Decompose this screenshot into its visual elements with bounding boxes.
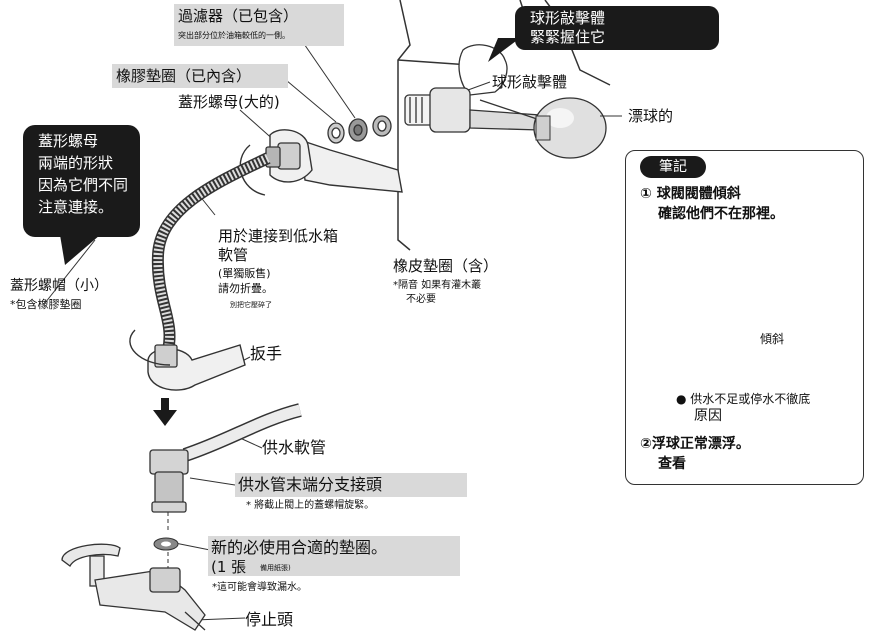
cap-nut-large-label: 蓋形螺母(大的) (178, 93, 280, 111)
filter-label-bg (174, 4, 344, 46)
low-tank-hose-line-2: 軟管 (218, 246, 249, 264)
stop-valve (61, 543, 206, 631)
tilt-label: 傾斜 (760, 332, 785, 346)
down-arrow-icon (153, 398, 177, 426)
do-not-fold: 請勿折疊。 (218, 282, 273, 295)
callout-top (515, 6, 719, 50)
washer (153, 537, 179, 551)
callout-top-line-2: 緊緊握住它 (530, 28, 606, 46)
cap-nut-small (154, 344, 178, 368)
memo-item1-line1: ① 球閥閥體傾斜 (640, 186, 741, 202)
supply-hose (182, 403, 302, 462)
wrench-label: 扳手 (250, 344, 283, 363)
branch-joint-label: 供水管末端分支接頭 (238, 475, 383, 494)
callout-left-line-1: 蓋形螺母 (38, 132, 99, 150)
rubber-gasket-label: 橡膠墊圈（已內含） (116, 67, 252, 85)
leak-note: *這可能會導致漏水。 (212, 582, 307, 593)
memo-item1-line2: 確認他們不在那裡。 (658, 206, 784, 222)
callout-left-line-4: 注意連接。 (38, 198, 114, 216)
callout-top-line-1: 球形敲擊體 (530, 9, 606, 27)
bullet-note-2: 原因 (694, 408, 722, 424)
callout-tail-top (488, 38, 520, 62)
branch-joint (149, 449, 189, 513)
supply-hose-label: 供水軟管 (262, 438, 327, 457)
rubber-gasket-label-bg (112, 64, 288, 88)
memo-box (625, 150, 864, 485)
sold-separately: (單獨販售) (218, 267, 271, 280)
filter-title: 過濾器（已包含） (178, 7, 299, 25)
float-ball (533, 97, 607, 159)
memo-item2-line1: ②浮球正常漂浮。 (640, 436, 750, 452)
branch-joint-label-bg (235, 473, 467, 497)
callout-tail-left (60, 235, 100, 265)
rotate-arrow-lower (129, 329, 171, 366)
ball-striker-valve (404, 87, 541, 133)
float-ball-label: 漂球的 (628, 107, 674, 125)
callout-left-line-3: 因為它們不同 (38, 176, 129, 194)
new-gasket-label-bg (208, 536, 460, 576)
sold-separately-small: 備用紙張) (260, 564, 291, 572)
memo-title: 筆記 (640, 156, 706, 178)
gasket-included-label: 橡皮墊圈（含） (393, 257, 499, 275)
stop-valve-label: 停止頭 (245, 610, 294, 629)
filter-gaskets (327, 115, 392, 144)
soundproof-note-1: *隔音 如果有灌木叢 (393, 280, 482, 291)
bullet-note-1: ● 供水不足或停水不徹底 (676, 392, 811, 406)
low-tank-hose-line-1: 用於連接到低水箱 (218, 227, 339, 245)
cap-nut-large (265, 142, 301, 170)
branch-note: * 將截止閥上的蓋螺帽旋緊。 (246, 500, 375, 511)
one-sheet-label: (1 張 (211, 558, 247, 576)
callout-left (23, 125, 140, 237)
new-gasket-label: 新的必使用合適的墊圈。 (211, 538, 388, 557)
memo-item2-line2: 查看 (658, 456, 686, 472)
filter-note: 突出部分位於油箱較低的一側。 (178, 31, 290, 40)
callout-left-line-2: 兩端的形狀 (38, 154, 114, 172)
flex-hose (151, 152, 271, 352)
includes-rubber-gasket: *包含橡膠墊圈 (10, 298, 82, 311)
ball-striker-label: 球形敲擊體 (492, 73, 568, 91)
soundproof-note-2: 不必要 (406, 294, 436, 305)
leader-lines (44, 37, 622, 621)
do-not-crush: 別把它壓碎了 (230, 301, 272, 309)
cap-nut-small-label: 蓋形螺帽（小） (10, 278, 108, 294)
hand-illustration (458, 44, 508, 96)
